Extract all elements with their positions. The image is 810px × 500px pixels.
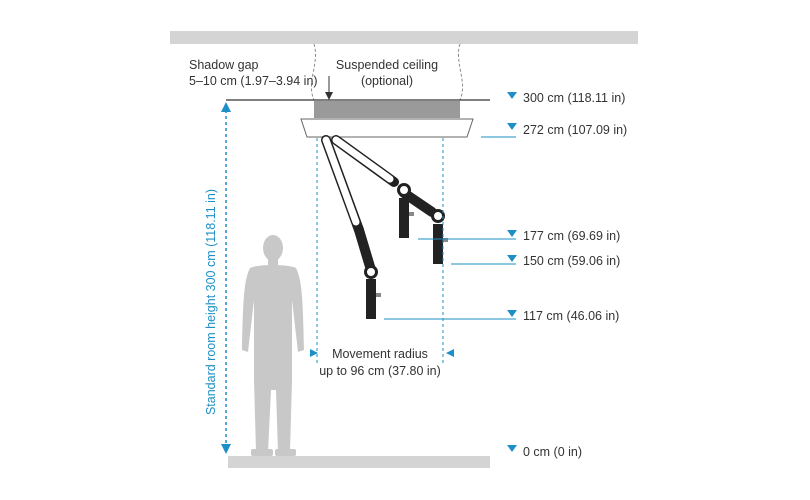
ceiling-slab [170,31,638,44]
arm-left-lower [354,225,376,275]
marker-117 [507,310,517,317]
room-height-arrow-bottom [221,444,231,454]
measurement-0: 0 cm (0 in) [523,445,582,459]
marker-150 [507,255,517,262]
arm-left-upper-inner [322,136,360,226]
monitor-left-button [376,293,381,297]
movement-radius-value: up to 96 cm (37.80 in) [319,364,441,378]
marker-0 [507,445,517,452]
measurement-300: 300 cm (118.11 in) [523,91,625,105]
measurement-117: 117 cm (46.06 in) [523,309,619,323]
room-height-label: Standard room height 300 cm (118.11 in) [204,189,218,415]
movement-radius-arrow-right [446,349,454,357]
movement-radius-arrow-left [310,349,318,357]
suspended-ceiling-outline [310,43,464,101]
shadow-gap-value: 5–10 cm (1.97–3.94 in) [189,74,318,88]
monitor-right [433,224,443,264]
monitor-right-button [443,238,448,242]
measurement-272: 272 cm (107.09 in) [523,123,627,137]
suspended-ceiling-label: Suspended ceiling [336,58,438,72]
person-silhouette [242,235,304,456]
movement-radius-label: Movement radius [332,347,428,361]
suspended-ceiling-optional: (optional) [361,74,413,88]
arm-right-joint-1 [397,183,411,197]
mount-plate [300,118,474,138]
measurement-177: 177 cm (69.69 in) [523,229,620,243]
measurement-150: 150 cm (59.06 in) [523,254,620,268]
arm-right-joint-2 [431,209,445,223]
room-height-arrow-top [221,102,231,112]
monitor-left [366,279,376,319]
arm-left-joint [364,265,378,279]
shadow-gap-arrowhead [325,92,333,100]
arm-right-upper-inner [332,136,394,183]
monitor-mid-button [409,212,414,216]
ceiling-panel [314,101,460,118]
floor [228,456,490,468]
shadow-gap-label: Shadow gap [189,58,259,72]
monitor-mid [399,198,409,238]
marker-300 [507,92,517,99]
marker-272 [507,123,517,130]
arm-right-mid [399,188,437,217]
marker-177 [507,230,517,237]
